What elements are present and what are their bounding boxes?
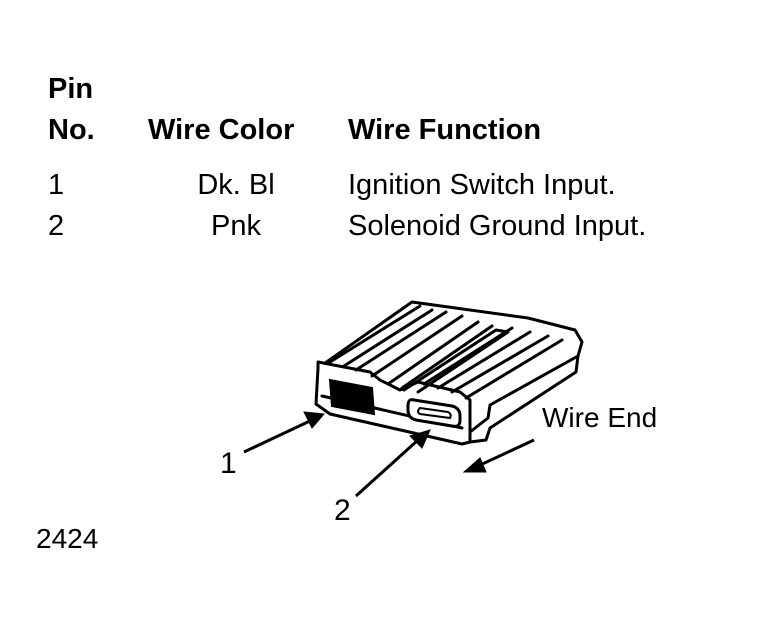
pin-wire-table: Pin No. Wire Color Wire Function 1 Dk. B… xyxy=(0,0,759,260)
row-1-function: Ignition Switch Input. xyxy=(348,169,616,201)
wire-end-arrow xyxy=(462,438,535,473)
callout-2-label: 2 xyxy=(334,494,351,527)
row-2-color: Pnk xyxy=(211,210,261,242)
callout-1-label: 1 xyxy=(220,447,237,480)
row-1-color: Dk. Bl xyxy=(197,169,275,201)
header-wire-color: Wire Color xyxy=(148,114,295,146)
callout-1-arrow xyxy=(243,411,326,454)
pin-2-cavity xyxy=(406,398,462,428)
header-pin-line2: No. xyxy=(48,114,95,146)
row-2-pin: 2 xyxy=(48,210,65,242)
pin-1-cavity xyxy=(328,378,376,416)
header-wire-function: Wire Function xyxy=(348,114,542,146)
row-1-pin: 1 xyxy=(48,169,65,201)
wire-end-label: Wire End xyxy=(542,402,658,433)
row-2-function: Solenoid Ground Input. xyxy=(348,210,647,242)
header-pin-line1: Pin xyxy=(48,73,94,105)
callout-2-arrow xyxy=(354,429,431,498)
figure-number: 2424 xyxy=(36,523,99,554)
